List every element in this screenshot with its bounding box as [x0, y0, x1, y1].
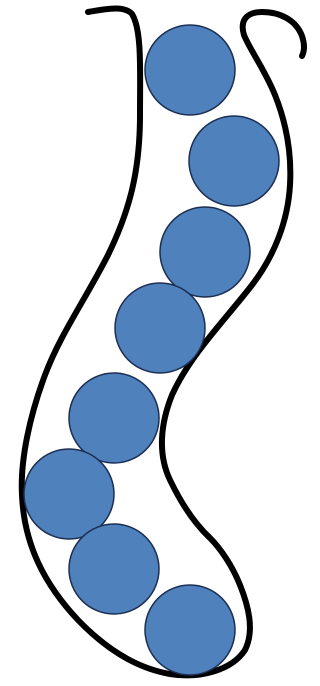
bead-3: [160, 207, 250, 297]
bead-7: [69, 524, 159, 614]
beads-group: [24, 25, 279, 675]
bead-2: [189, 116, 279, 206]
bead-1: [145, 25, 235, 115]
bead-8: [145, 585, 235, 675]
bead-4: [115, 283, 205, 373]
bead-5: [69, 373, 159, 463]
